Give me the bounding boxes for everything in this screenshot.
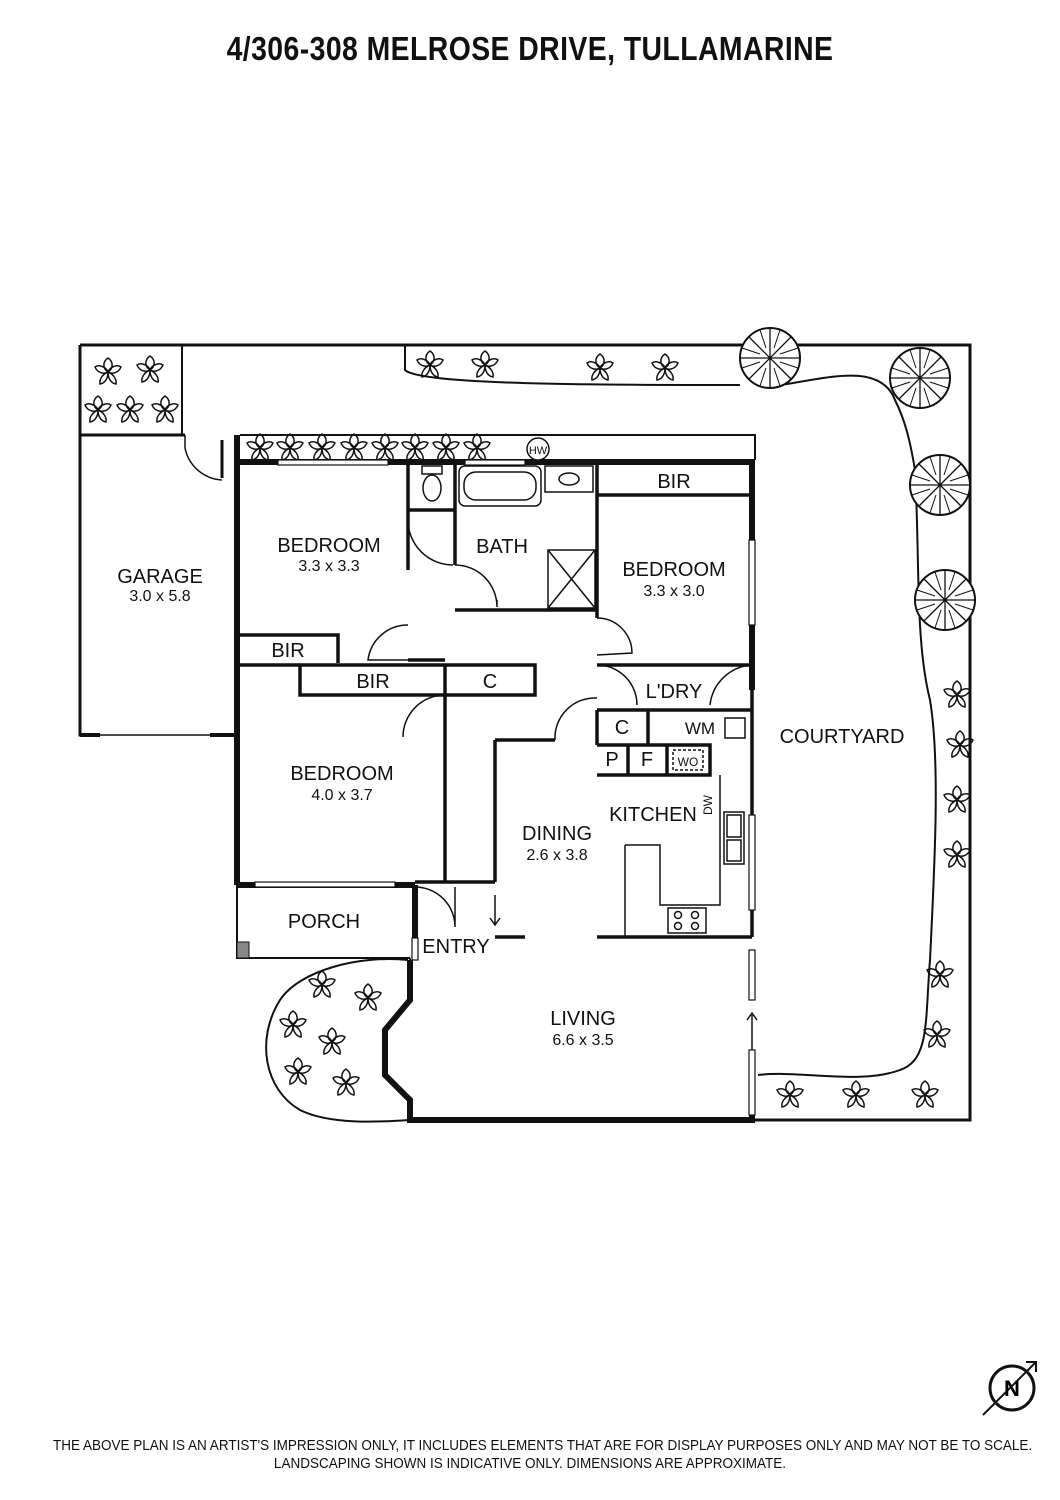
tree-icon xyxy=(739,327,801,389)
bir-mid-label: BIR xyxy=(356,671,389,693)
hot-water-unit: HW xyxy=(526,437,550,461)
plant-icon xyxy=(246,433,274,461)
plant-icon xyxy=(354,983,382,1011)
trees xyxy=(739,327,976,631)
plant-icon xyxy=(842,1080,870,1108)
plant-icon xyxy=(943,840,971,868)
garage xyxy=(80,433,237,737)
bir-left-label: BIR xyxy=(271,640,304,662)
floor-plan: HW GARAGE 3.0 x 5.8 BEDROOM 3.3 x 3.3 BA… xyxy=(78,327,1037,1416)
courtyard-label: COURTYARD xyxy=(780,726,905,748)
plant-icon xyxy=(332,1068,360,1096)
north-compass: N xyxy=(982,1361,1037,1416)
bedroom3-dims: 4.0 x 3.7 xyxy=(311,787,372,804)
laundry-label: L'DRY xyxy=(646,681,703,703)
plant-icon xyxy=(463,433,491,461)
interior-walls xyxy=(238,462,754,939)
plant-icon xyxy=(471,350,499,378)
bedroom2-label: BEDROOM xyxy=(622,559,725,581)
plant-icon xyxy=(308,433,336,461)
plant-icon xyxy=(401,433,429,461)
disclaimer-line2: LANDSCAPING SHOWN IS INDICATIVE ONLY. DI… xyxy=(273,1455,787,1472)
bath-label: BATH xyxy=(476,536,528,558)
dw-label: DW xyxy=(701,794,715,815)
living-label: LIVING xyxy=(550,1008,616,1030)
plant-icon xyxy=(284,1057,312,1085)
plant-icon xyxy=(586,353,614,381)
plant-icon xyxy=(911,1080,939,1108)
plant-icon xyxy=(276,433,304,461)
plant-icon xyxy=(926,960,954,988)
fridge-label: F xyxy=(641,749,653,771)
porch xyxy=(236,885,411,1000)
plant-icon xyxy=(776,1080,804,1108)
plant-icon xyxy=(136,355,164,383)
bir-top-label: BIR xyxy=(657,471,690,493)
dining-label: DINING xyxy=(522,823,592,845)
plant-icon xyxy=(279,1010,307,1038)
wm-label: WM xyxy=(685,719,715,738)
bath-fixtures xyxy=(421,465,596,609)
tree-icon xyxy=(909,454,971,516)
pantry-label: P xyxy=(605,749,618,771)
bedroom1-label: BEDROOM xyxy=(277,535,380,557)
plant-icon xyxy=(923,1020,951,1048)
disclaimer: THE ABOVE PLAN IS AN ARTIST'S IMPRESSION… xyxy=(53,1437,1033,1473)
disclaimer-line1: THE ABOVE PLAN IS AN ARTIST'S IMPRESSION… xyxy=(53,1437,1033,1454)
plant-icon xyxy=(84,395,112,423)
bedroom2-dims: 3.3 x 3.0 xyxy=(643,583,704,600)
plant-icon xyxy=(94,357,122,385)
cupboard-hall-label: C xyxy=(483,671,497,693)
garage-label: GARAGE xyxy=(117,566,203,588)
garden-beds xyxy=(82,344,937,1123)
doors xyxy=(367,519,758,1050)
hw-label: HW xyxy=(529,445,548,457)
living-dims: 6.6 x 3.5 xyxy=(552,1032,613,1049)
plan-title: 4/306-308 MELROSE DRIVE, TULLAMARINE xyxy=(226,30,834,67)
entry-label: ENTRY xyxy=(422,936,489,958)
laundry-c-label: C xyxy=(615,717,629,739)
tree-icon xyxy=(889,347,951,409)
plant-icon xyxy=(151,395,179,423)
plant-icon xyxy=(943,680,971,708)
garage-dims: 3.0 x 5.8 xyxy=(129,588,190,605)
room-labels: GARAGE 3.0 x 5.8 BEDROOM 3.3 x 3.3 BATH … xyxy=(117,471,904,1049)
bedroom1-dims: 3.3 x 3.3 xyxy=(298,558,359,575)
plant-icon xyxy=(318,1027,346,1055)
tree-icon xyxy=(914,569,976,631)
plant-icon xyxy=(651,353,679,381)
compass-north-label: N xyxy=(1004,1376,1020,1401)
plant-icon xyxy=(371,433,399,461)
plant-icon xyxy=(116,395,144,423)
bedroom3-label: BEDROOM xyxy=(290,763,393,785)
porch-label: PORCH xyxy=(288,911,360,933)
plant-icon xyxy=(943,785,971,813)
plant-icon xyxy=(432,433,460,461)
plant-icon xyxy=(340,433,368,461)
dining-dims: 2.6 x 3.8 xyxy=(526,847,587,864)
kitchen-bench xyxy=(624,717,746,937)
wall-oven-label: WO xyxy=(678,755,699,769)
windows xyxy=(254,459,756,1116)
kitchen-label: KITCHEN xyxy=(609,804,697,826)
plant-icon xyxy=(416,350,444,378)
